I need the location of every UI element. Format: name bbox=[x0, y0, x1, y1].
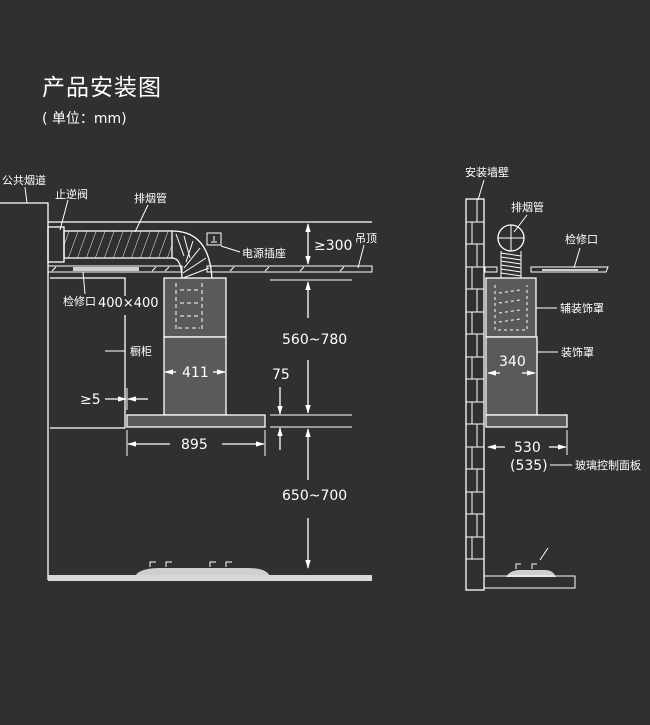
label-check-valve: 止逆阀 bbox=[55, 187, 88, 201]
gas-cooktop bbox=[135, 561, 270, 576]
decorative-cover bbox=[485, 336, 538, 416]
dim-ceiling-gap: ≥300 bbox=[314, 238, 352, 254]
ceiling-board bbox=[484, 266, 498, 273]
power-socket-icon bbox=[206, 232, 222, 246]
dim-depth: 530 bbox=[514, 440, 541, 456]
dim-hood-height: 560~780 bbox=[282, 332, 347, 348]
public-flue-wall bbox=[0, 202, 49, 580]
range-hood-front bbox=[126, 277, 266, 428]
lower-chimney-cover bbox=[163, 336, 227, 416]
label-power-socket: 电源插座 bbox=[242, 246, 286, 260]
leader-line bbox=[477, 179, 485, 201]
unit-note: ( 单位：mm) bbox=[42, 111, 127, 127]
dim-plate-thickness: 75 bbox=[272, 367, 290, 383]
label-exhaust-pipe-side: 排烟管 bbox=[511, 200, 544, 214]
exhaust-pipe-side bbox=[497, 224, 525, 278]
access-panel bbox=[73, 267, 139, 271]
label-cover: 装饰罩 bbox=[561, 345, 594, 359]
leader-line bbox=[573, 247, 581, 269]
dim-access-size: 400×400 bbox=[98, 296, 159, 311]
ceiling-board bbox=[530, 266, 609, 273]
label-ceiling: 吊顶 bbox=[355, 232, 377, 245]
check-valve bbox=[47, 226, 65, 263]
brick-wall bbox=[465, 198, 485, 591]
countertop bbox=[48, 575, 372, 581]
hood-canopy-side bbox=[485, 414, 568, 428]
leader-line bbox=[24, 186, 28, 204]
label-cabinet: 橱柜 bbox=[130, 344, 152, 358]
label-public-flue: 公共烟道 bbox=[2, 173, 46, 187]
suspended-ceiling bbox=[47, 265, 373, 273]
leader-line bbox=[134, 204, 149, 233]
dim-depth-alt: (535) bbox=[510, 458, 548, 474]
leader-line bbox=[357, 244, 365, 269]
aux-decorative-cover bbox=[485, 277, 537, 338]
dim-cover-width: 340 bbox=[499, 354, 526, 370]
hood-canopy bbox=[126, 414, 266, 428]
dim-side-gap: ≥5 bbox=[80, 392, 101, 408]
dim-cooktop-distance: 650~700 bbox=[282, 488, 347, 504]
dim-hood-width: 895 bbox=[181, 437, 208, 453]
exhaust-duct bbox=[63, 230, 213, 281]
upper-chimney-cover bbox=[163, 277, 227, 338]
leader-line bbox=[59, 199, 69, 231]
side-view: 安装墙壁 排烟管 检修口 辅装饰罩 装饰罩 bbox=[465, 165, 641, 591]
label-aux-cover: 辅装饰罩 bbox=[560, 301, 604, 315]
label-wall: 安装墙壁 bbox=[465, 165, 509, 179]
gas-cooktop-side bbox=[506, 547, 556, 577]
page-title: 产品安装图 bbox=[42, 75, 162, 101]
upper-cabinet bbox=[50, 277, 126, 429]
leader-line bbox=[82, 271, 86, 295]
countertop-side bbox=[483, 575, 576, 589]
label-access-port-side: 检修口 bbox=[565, 232, 598, 246]
leader-line bbox=[513, 214, 528, 233]
label-access-port: 检修口 bbox=[63, 294, 96, 308]
front-view: 公共烟道 止逆阀 排烟管 电源插座 bbox=[0, 173, 377, 581]
label-exhaust-pipe: 排烟管 bbox=[134, 191, 167, 205]
label-glass-panel: 玻璃控制面板 bbox=[575, 458, 641, 472]
dim-body-width: 411 bbox=[182, 365, 209, 381]
leader-line bbox=[220, 245, 241, 253]
